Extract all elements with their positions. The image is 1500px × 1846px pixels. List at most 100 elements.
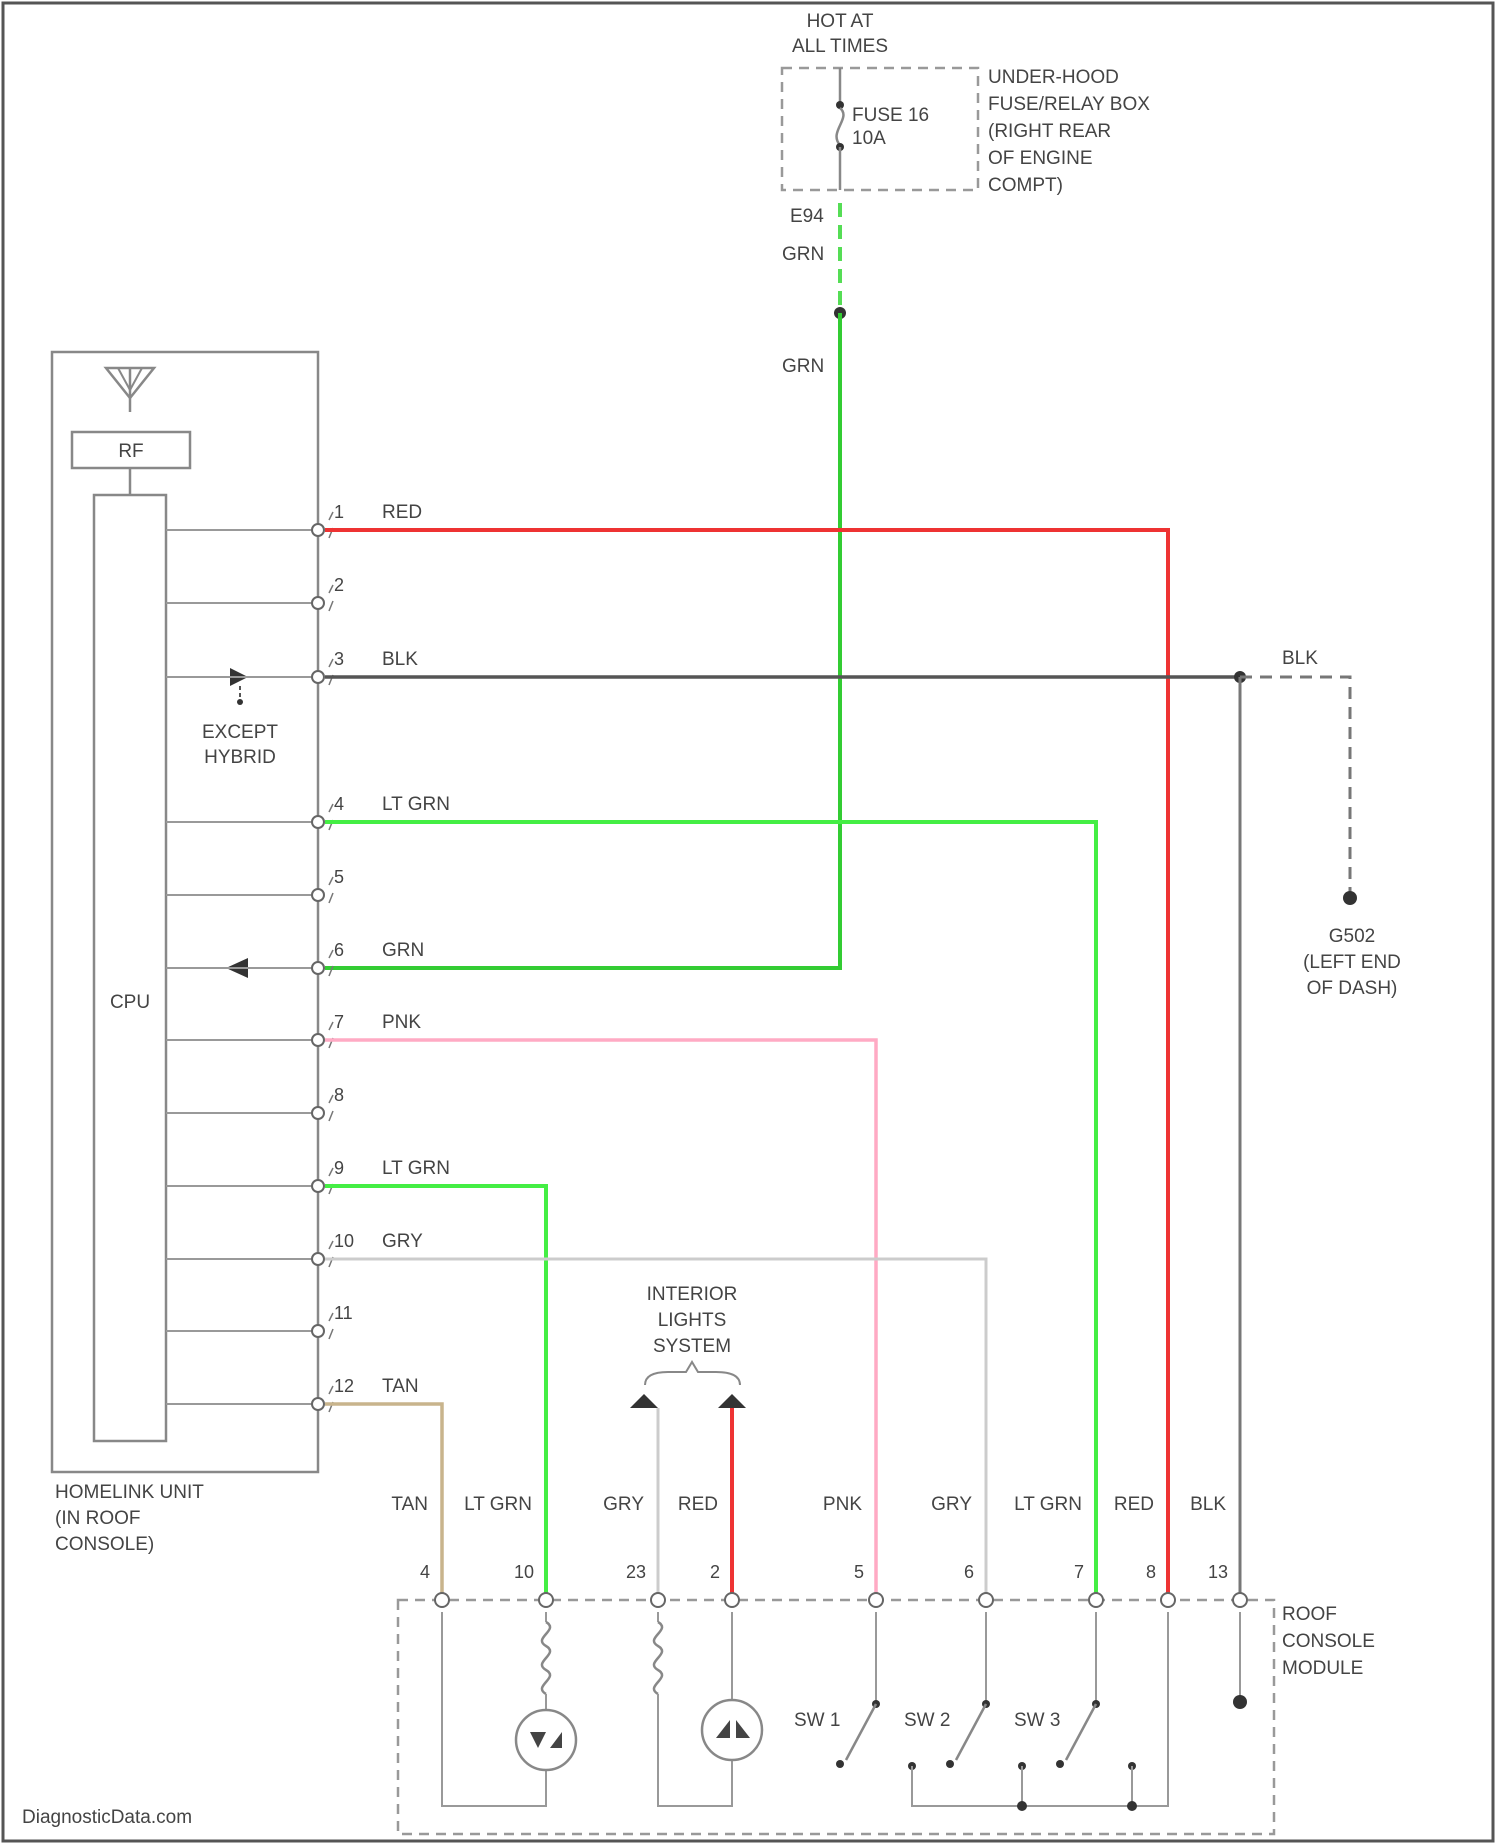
roof-pin-terminal bbox=[979, 1593, 993, 1607]
roof-pin-wire: GRY bbox=[603, 1494, 644, 1515]
homelink-pin-terminal bbox=[312, 1180, 324, 1192]
homelink-pin-number: 12 bbox=[334, 1376, 354, 1396]
homelink-pin-wire: GRY bbox=[382, 1231, 423, 1252]
cpu-block bbox=[94, 495, 166, 1441]
ground-wire-label: BLK bbox=[1282, 648, 1318, 669]
roof-pin-terminal bbox=[1089, 1593, 1103, 1607]
homelink-pin-number: 3 bbox=[334, 649, 344, 669]
roof-pin-wire: RED bbox=[1114, 1494, 1154, 1515]
switch-1-icon bbox=[846, 1704, 876, 1760]
fuse-box-line3: (RIGHT REAR bbox=[988, 121, 1111, 142]
roof-pin-wire: BLK bbox=[1190, 1494, 1226, 1515]
roof-pin-terminal bbox=[651, 1593, 665, 1607]
wire-grn-pin6 bbox=[325, 313, 840, 968]
homelink-pin-wire: PNK bbox=[382, 1012, 421, 1033]
sw3-label: SW 3 bbox=[1014, 1710, 1060, 1731]
power-label-2: ALL TIMES bbox=[792, 36, 888, 57]
wire-red-pin1 bbox=[325, 530, 1168, 1598]
homelink-outline bbox=[52, 352, 318, 1472]
ground-point bbox=[1343, 891, 1357, 905]
antenna-icon bbox=[106, 368, 154, 412]
rf-label: RF bbox=[118, 441, 143, 462]
homelink-pin-terminal bbox=[312, 962, 324, 974]
interior-line1: INTERIOR bbox=[647, 1284, 738, 1305]
roof-console-module: ROOF CONSOLE MODULE SW 1 SW 2 bbox=[398, 1600, 1375, 1834]
fuse-box: HOT AT ALL TIMES FUSE 16 10A UNDER-HOOD … bbox=[782, 11, 1150, 377]
roof-name-2: CONSOLE bbox=[1282, 1631, 1375, 1652]
homelink-pin-terminal bbox=[312, 524, 324, 536]
roof-pin-number: 4 bbox=[420, 1562, 430, 1582]
fuse-wire-1: GRN bbox=[782, 244, 824, 265]
interior-brace bbox=[645, 1362, 740, 1385]
indicator-lamp-2-icon bbox=[702, 1700, 762, 1760]
wire-ltgrn-pin9 bbox=[325, 1186, 546, 1598]
interior-line2: LIGHTS bbox=[658, 1310, 727, 1331]
homelink-pin-wire: RED bbox=[382, 502, 422, 523]
cpu-label: CPU bbox=[110, 992, 150, 1013]
homelink-pin-number: 5 bbox=[334, 867, 344, 887]
switch-3-icon bbox=[1066, 1704, 1096, 1760]
indicator-lamp-1-icon bbox=[516, 1710, 576, 1770]
homelink-pin-number: 11 bbox=[334, 1303, 353, 1323]
homelink-pin-number: 7 bbox=[334, 1012, 344, 1032]
fuse-name: FUSE 16 bbox=[852, 105, 929, 126]
homelink-pin-terminal bbox=[312, 816, 324, 828]
homelink-pin-terminal bbox=[312, 597, 324, 609]
roof-pin-number: 13 bbox=[1208, 1562, 1228, 1582]
watermark: DiagnosticData.com bbox=[22, 1807, 192, 1828]
roof-gry-loop bbox=[658, 1694, 732, 1806]
roof-pin-terminal bbox=[725, 1593, 739, 1607]
wire-gry-pin10 bbox=[325, 1259, 986, 1598]
homelink-pin-terminal bbox=[312, 1034, 324, 1046]
roof-tan-loop bbox=[442, 1612, 546, 1806]
fuse-rating: 10A bbox=[852, 128, 886, 149]
roof-switch-common bbox=[912, 1612, 1168, 1806]
homelink-unit: RF CPU HOMELINK UNIT (IN ROOF CONSOLE) E… bbox=[52, 352, 318, 1555]
interior-arrow-red-icon bbox=[718, 1394, 746, 1408]
roof-pin-terminal bbox=[435, 1593, 449, 1607]
fuse-box-line2: FUSE/RELAY BOX bbox=[988, 94, 1150, 115]
fuse-box-line5: COMPT) bbox=[988, 175, 1063, 196]
homelink-name-1: HOMELINK UNIT bbox=[55, 1482, 204, 1503]
homelink-pin-terminal bbox=[312, 1253, 324, 1265]
homelink-pin-terminal bbox=[312, 1398, 324, 1410]
fuse-terminal-top bbox=[836, 101, 844, 109]
except-label-1: EXCEPT bbox=[202, 722, 278, 743]
roof-pin-wire: RED bbox=[678, 1494, 718, 1515]
roof-pin-wire: LT GRN bbox=[464, 1494, 532, 1515]
homelink-pin-number: 1 bbox=[334, 502, 344, 522]
fuse-wire-2: GRN bbox=[782, 356, 824, 377]
roof-pin-number: 2 bbox=[710, 1562, 720, 1582]
page-frame bbox=[3, 3, 1493, 1841]
ground-name: G502 bbox=[1329, 926, 1375, 947]
roof-pin-number: 10 bbox=[514, 1562, 534, 1582]
roof-pin-terminal bbox=[539, 1593, 553, 1607]
homelink-pin-wire: LT GRN bbox=[382, 1158, 450, 1179]
roof-ground-point bbox=[1233, 1695, 1247, 1709]
sw1-label: SW 1 bbox=[794, 1710, 840, 1731]
homelink-pin-wire: BLK bbox=[382, 649, 418, 670]
homelink-pin-wire: LT GRN bbox=[382, 794, 450, 815]
interior-arrow-gry-icon bbox=[630, 1394, 658, 1408]
roof-pin-wire: PNK bbox=[823, 1494, 862, 1515]
roof-pin-wire: LT GRN bbox=[1014, 1494, 1082, 1515]
roof-pin-number: 6 bbox=[964, 1562, 974, 1582]
roof-pin-number: 7 bbox=[1074, 1562, 1084, 1582]
roof-pin-number: 5 bbox=[854, 1562, 864, 1582]
roof-name-3: MODULE bbox=[1282, 1658, 1363, 1679]
homelink-pin-number: 10 bbox=[334, 1231, 354, 1251]
sw2-label: SW 2 bbox=[904, 1710, 950, 1731]
roof-name-1: ROOF bbox=[1282, 1604, 1337, 1625]
fuse-box-line1: UNDER-HOOD bbox=[988, 67, 1119, 88]
homelink-pin-number: 9 bbox=[334, 1158, 344, 1178]
homelink-pin-terminal bbox=[312, 671, 324, 683]
except-label-2: HYBRID bbox=[204, 747, 276, 768]
roof-pin-number: 23 bbox=[626, 1562, 646, 1582]
homelink-pin-terminal bbox=[312, 889, 324, 901]
fuse-box-line4: OF ENGINE bbox=[988, 148, 1093, 169]
roof-pin-wire: TAN bbox=[391, 1494, 428, 1515]
roof-pin-number: 8 bbox=[1146, 1562, 1156, 1582]
homelink-pin-terminal bbox=[312, 1325, 324, 1337]
